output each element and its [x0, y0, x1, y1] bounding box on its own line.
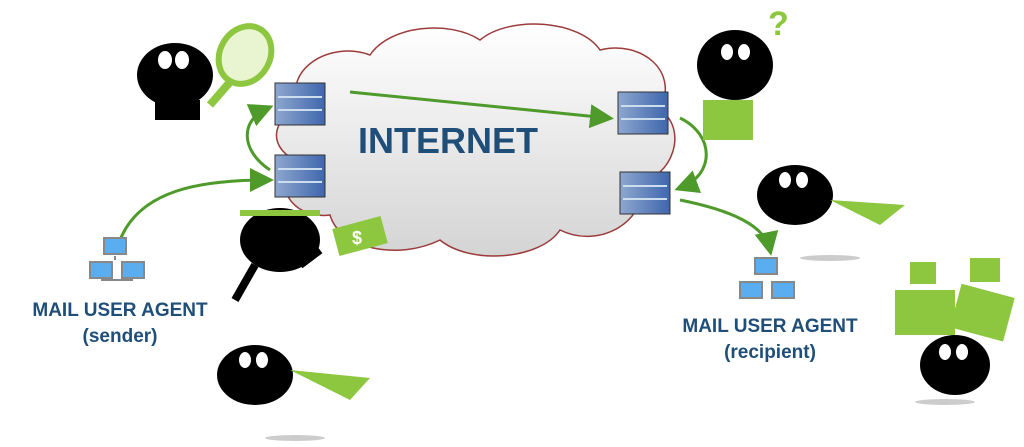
- sender-title: MAIL USER AGENT: [32, 300, 208, 321]
- flying-hero-character: [217, 345, 370, 441]
- character-carrying-boxes: [895, 258, 1015, 405]
- server-icon: [274, 82, 326, 126]
- sender-role: (sender): [82, 326, 158, 347]
- recipient-role: (recipient): [724, 342, 816, 363]
- cash-icon: $: [352, 228, 362, 248]
- recipient-title: MAIL USER AGENT: [682, 316, 858, 337]
- internet-label: INTERNET: [358, 120, 538, 161]
- spy-character-magnifier: [137, 23, 275, 120]
- thinking-character: ?: [697, 5, 789, 140]
- server-icon: [617, 91, 669, 135]
- thief-character-running: $: [231, 208, 388, 302]
- mail-flow-arrows: [118, 90, 779, 256]
- server-icon: [274, 154, 326, 198]
- network-computers-icon: [89, 237, 145, 281]
- sender-label: MAIL USER AGENT (sender): [10, 298, 230, 350]
- question-mark-icon: ?: [768, 5, 789, 43]
- server-icon: [619, 171, 671, 215]
- network-computers-icon: [739, 257, 795, 299]
- recipient-label: MAIL USER AGENT (recipient): [660, 314, 880, 366]
- flying-hero-character: [757, 165, 905, 261]
